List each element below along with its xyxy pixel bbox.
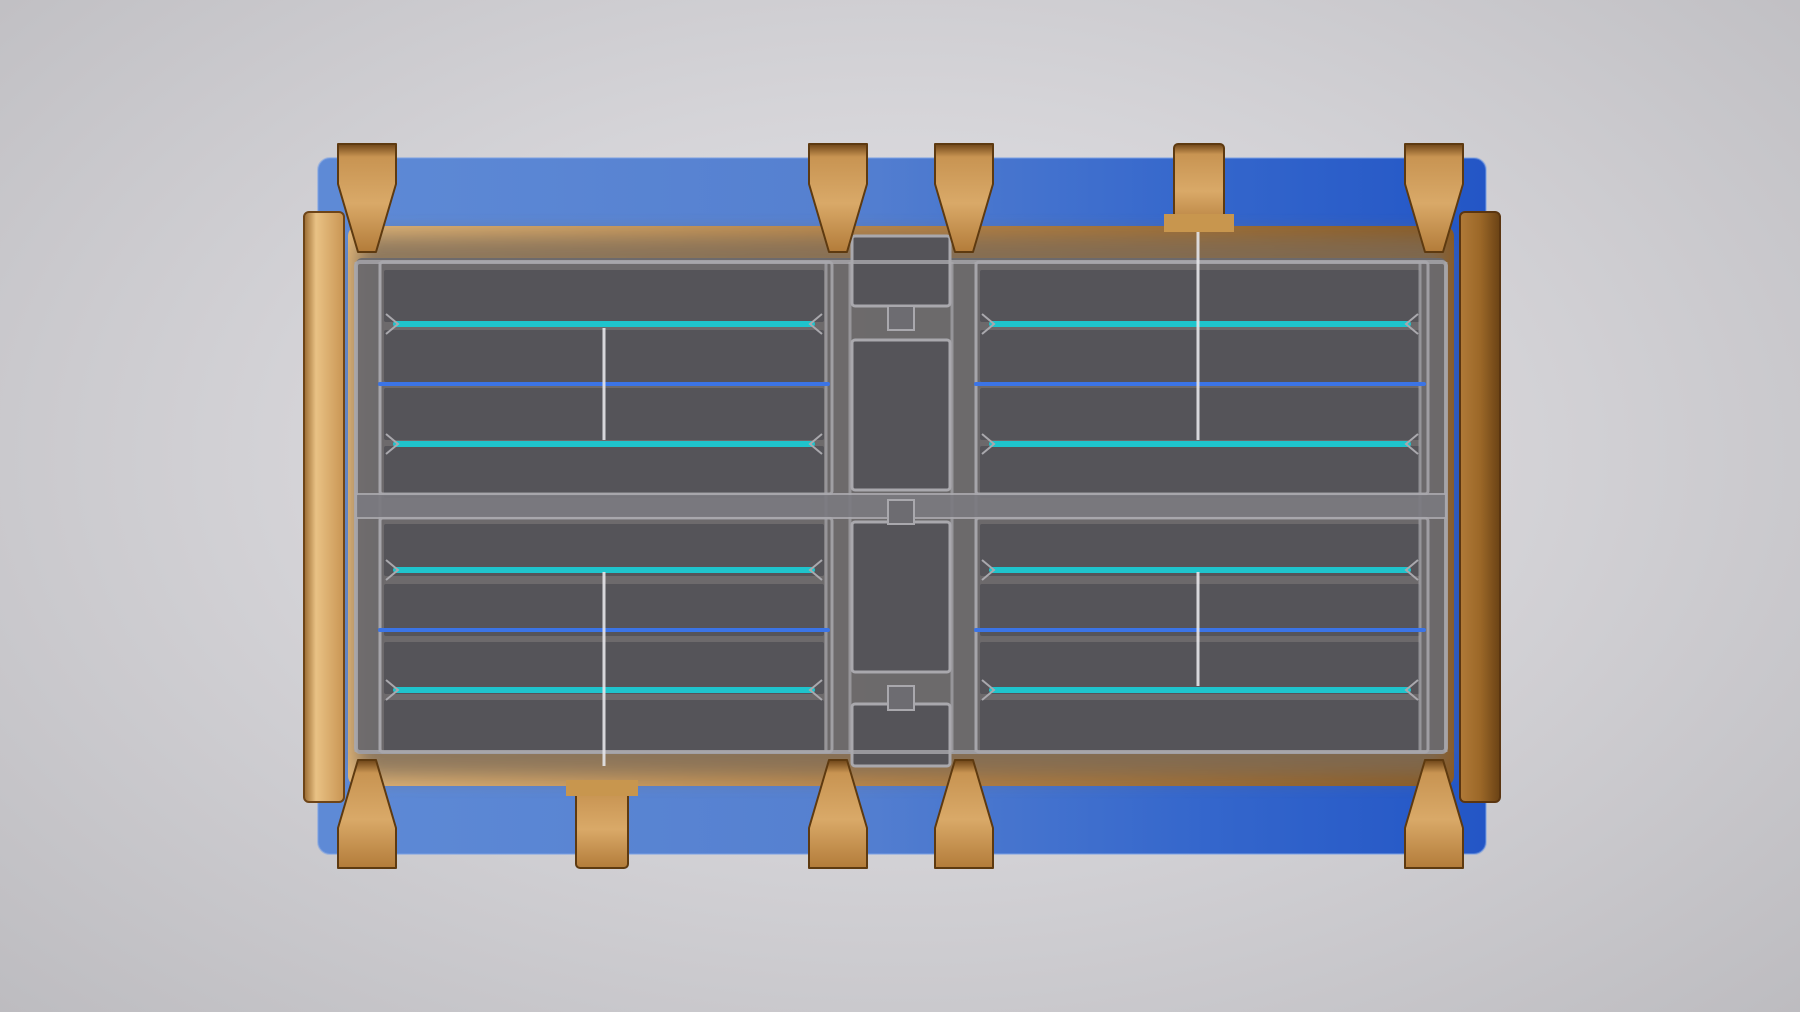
frame-grid: [354, 260, 1448, 754]
right-contact-bar: [1459, 211, 1501, 803]
cell-row: [980, 446, 1420, 498]
cell-grid: [384, 234, 1420, 768]
line-end: [808, 679, 823, 701]
line-end: [981, 313, 996, 335]
line-end: [385, 313, 400, 335]
cell-row: [980, 330, 1420, 382]
cell-row: [980, 270, 1420, 322]
center-connector: [887, 685, 915, 711]
center-cell: [850, 234, 952, 308]
line-end: [1404, 679, 1419, 701]
line-end: [385, 679, 400, 701]
cell-row: [980, 388, 1420, 440]
line-end: [385, 433, 400, 455]
gold-pad-icon: [1404, 759, 1464, 869]
line-end: [1404, 559, 1419, 581]
vertical-traces: [602, 232, 1200, 766]
line-end: [808, 313, 823, 335]
center-cell: [850, 338, 952, 492]
line-end: [981, 559, 996, 581]
gold-pad-icon: [934, 143, 994, 253]
gold-pad-icon: [337, 759, 397, 869]
line-end: [1404, 313, 1419, 335]
gold-pads: [337, 143, 1464, 869]
center-connector: [887, 499, 915, 525]
line-end: [808, 559, 823, 581]
cell-row: [980, 700, 1420, 752]
center-cell: [850, 702, 952, 768]
gold-pad-icon: [1404, 143, 1464, 253]
gold-pad-icon: [934, 759, 994, 869]
pad-base: [1164, 214, 1234, 232]
left-contact-bar: [303, 211, 345, 803]
cell-row: [980, 584, 1420, 636]
cell-row: [980, 642, 1420, 694]
line-end: [808, 433, 823, 455]
line-end: [981, 679, 996, 701]
cell-row: [384, 446, 824, 498]
line-end: [1404, 433, 1419, 455]
line-end: [981, 433, 996, 455]
gold-pad-icon: [808, 759, 868, 869]
cell-row: [384, 524, 824, 576]
pad-base: [566, 780, 638, 796]
line-end: [385, 559, 400, 581]
gold-pad-icon: [808, 143, 868, 253]
cell-row: [384, 270, 824, 322]
center-connector: [887, 305, 915, 331]
cell-row: [980, 524, 1420, 576]
center-cell: [850, 520, 952, 674]
gold-pad-icon: [337, 143, 397, 253]
